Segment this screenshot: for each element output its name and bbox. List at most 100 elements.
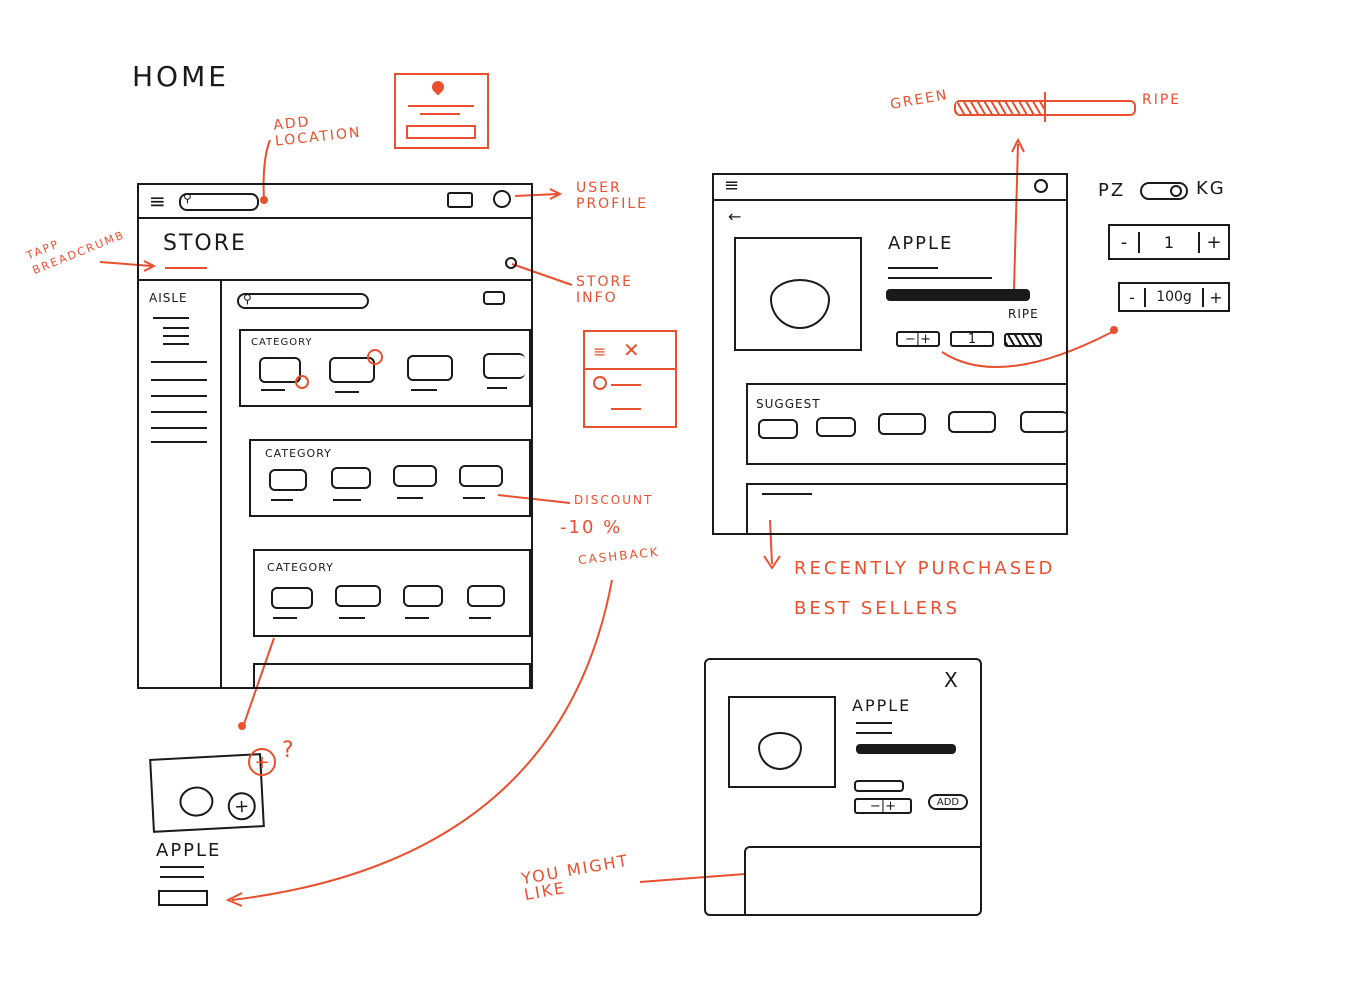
minus-button[interactable]: -	[1120, 287, 1146, 307]
unit-right-label: KG	[1196, 178, 1226, 199]
you-might-like-row	[744, 846, 982, 914]
hamburger-icon[interactable]: ≡	[724, 175, 740, 196]
search-icon: ⚲	[243, 292, 252, 306]
hamburger-icon[interactable]: ≡	[149, 189, 166, 213]
product-modal: X APPLE −|+ ADD	[704, 658, 982, 916]
annotation-store-info: STORE INFO	[576, 274, 634, 306]
minus-button[interactable]: -	[1110, 231, 1140, 253]
sidebar-item[interactable]	[151, 379, 207, 381]
product-thumb[interactable]	[758, 419, 798, 439]
sidebar-item[interactable]	[151, 411, 207, 413]
annotation-user-profile: USER PROFILE	[576, 180, 649, 212]
product-thumb[interactable]	[407, 355, 453, 381]
suggest-row: SUGGEST	[746, 383, 1068, 465]
category-title: CATEGORY	[267, 561, 334, 574]
plus-button[interactable]: +	[1198, 231, 1228, 253]
qty-input[interactable]: 1	[1163, 232, 1175, 252]
annotation-best-sellers: BEST SELLERS	[794, 598, 961, 619]
sidebar-item[interactable]	[151, 427, 207, 429]
price-box[interactable]	[158, 890, 208, 906]
back-arrow-icon[interactable]: ←	[728, 207, 742, 226]
page-heading: HOME	[132, 60, 229, 93]
apple-icon	[178, 785, 215, 818]
ripeness-scale[interactable]	[954, 92, 1136, 122]
product-thumb[interactable]	[403, 585, 443, 607]
info-icon[interactable]	[505, 257, 517, 269]
product-thumb[interactable]	[948, 411, 996, 433]
location-pin-icon	[429, 78, 447, 96]
qty-value[interactable]: 1	[950, 331, 994, 347]
product-thumb[interactable]	[393, 465, 437, 487]
filter-icon[interactable]	[483, 291, 505, 305]
aisle-sidebar: AISLE	[139, 279, 222, 687]
hamburger-icon: ≡	[593, 342, 607, 361]
category-row: CATEGORY	[253, 549, 531, 637]
category-row: CATEGORY	[249, 439, 531, 517]
product-thumb[interactable]	[816, 417, 856, 437]
weight-stepper[interactable]: - 100g +	[1118, 282, 1230, 312]
product-thumb[interactable]	[483, 353, 525, 379]
sidebar-item[interactable]	[151, 361, 207, 363]
annotation-discount: DISCOUNT	[574, 493, 654, 507]
aisle-label: AISLE	[149, 291, 188, 305]
product-thumb[interactable]	[331, 467, 371, 489]
weight-input[interactable]: 100g	[1156, 289, 1192, 305]
location-popup	[394, 73, 489, 149]
question-mark: ?	[282, 738, 294, 763]
product-card-name: APPLE	[156, 840, 222, 861]
ripe-label: RIPE	[1008, 307, 1039, 321]
sidebar-item[interactable]	[151, 441, 207, 443]
ripeness-slider[interactable]	[856, 744, 956, 754]
product-image	[734, 237, 862, 351]
plus-icon[interactable]: +	[227, 791, 257, 821]
sidebar-item[interactable]	[151, 395, 207, 397]
product-thumb[interactable]	[467, 585, 505, 607]
product-thumb[interactable]	[329, 357, 375, 383]
product-thumb[interactable]	[459, 465, 503, 487]
product-thumb[interactable]	[259, 357, 301, 383]
suggest-label: SUGGEST	[756, 397, 821, 411]
unit-toggle[interactable]	[1140, 182, 1188, 200]
category-row	[253, 663, 531, 689]
top-bar: ≡	[714, 175, 1066, 201]
product-image	[728, 696, 836, 788]
home-screen: ≡ ⚲ STORE AISLE ⚲ CATEGORY	[137, 183, 533, 689]
qty-stepper-large[interactable]: - 1 +	[1108, 224, 1230, 260]
apple-icon	[758, 732, 802, 770]
search-icon: ⚲	[183, 191, 192, 205]
product-screen: ≡ ← APPLE RIPE −|+ 1 SUGGEST	[712, 173, 1068, 535]
modal-product-name: APPLE	[852, 696, 912, 715]
user-icon[interactable]	[493, 190, 511, 208]
product-thumb[interactable]	[271, 587, 313, 609]
annotation-discount-value: -10 %	[560, 517, 623, 538]
category-row: CATEGORY	[239, 329, 531, 407]
add-plus-icon[interactable]: +	[248, 748, 276, 776]
add-button[interactable]: ADD	[928, 794, 968, 810]
store-header: STORE	[139, 217, 531, 281]
product-thumb[interactable]	[335, 585, 381, 607]
qty-stepper[interactable]: −|+	[896, 331, 940, 347]
location-search-input[interactable]: ⚲	[179, 191, 259, 211]
unit-left-label: PZ	[1098, 180, 1126, 201]
category-title: CATEGORY	[265, 447, 332, 460]
annotation-ripe: RIPE	[1142, 92, 1182, 108]
top-bar: ≡ ⚲	[139, 185, 531, 219]
product-name: APPLE	[888, 233, 954, 254]
user-icon[interactable]	[1034, 179, 1048, 193]
store-info-popup: ≡ ✕	[583, 330, 677, 428]
apple-icon	[770, 279, 830, 329]
close-icon[interactable]: X	[944, 668, 958, 692]
annotation-recently-purchased: RECENTLY PURCHASED	[794, 558, 1056, 579]
qty-stepper[interactable]: −|+	[854, 798, 912, 814]
product-thumb[interactable]	[1020, 411, 1068, 433]
product-search-input[interactable]: ⚲	[237, 292, 369, 309]
recently-purchased-row	[746, 483, 1068, 535]
product-thumb[interactable]	[878, 413, 926, 435]
cart-icon[interactable]	[447, 192, 473, 208]
ripeness-slider[interactable]	[886, 289, 1030, 301]
product-thumb[interactable]	[269, 469, 307, 491]
store-title: STORE	[163, 231, 247, 256]
category-title: CATEGORY	[251, 337, 313, 348]
plus-button[interactable]: +	[1202, 287, 1228, 307]
